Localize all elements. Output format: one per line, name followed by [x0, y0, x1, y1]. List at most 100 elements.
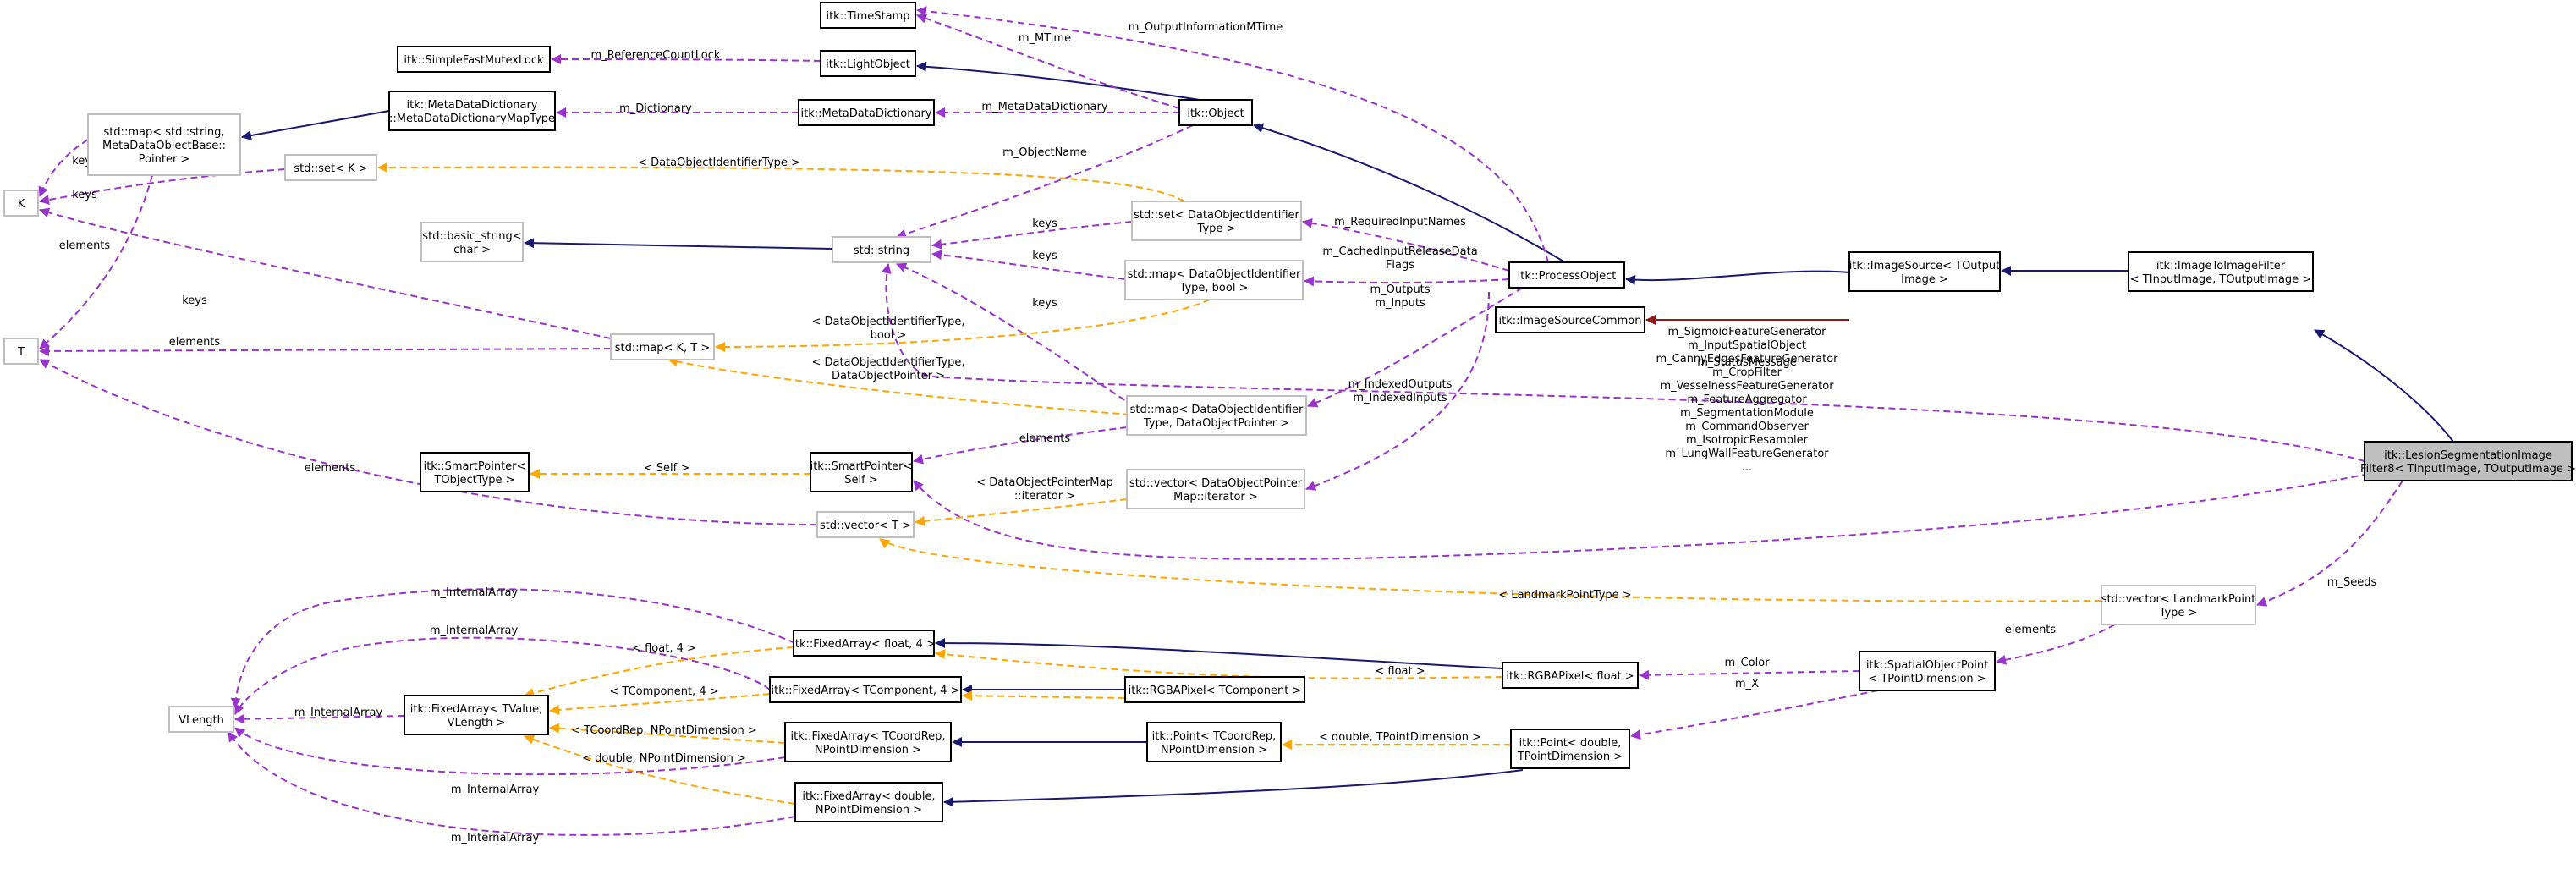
class-node-label: itk::Point< double, [1519, 737, 1622, 750]
class-node-imagesource[interactable]: itk::ImageSource< TOutputImage > [1848, 251, 2001, 292]
edge-label-m-internalarray5: m_InternalArray [451, 832, 540, 844]
edge-label-doid-ptr-1: DataObjectPointer > [832, 370, 945, 382]
edge-usage-14 [551, 54, 821, 65]
class-node-map-doid-ptr[interactable]: std::map< DataObjectIdentifierType, Data… [1126, 395, 1307, 436]
class-node-point-tcoordrep[interactable]: itk::Point< TCoordRep,NPointDimension > [1146, 722, 1282, 762]
edge-usage-36 [1639, 669, 1860, 680]
class-node-vec-landmark[interactable]: std::vector< LandmarkPointType > [2101, 585, 2256, 625]
edge-usage-13 [916, 6, 1549, 263]
class-node-point-double[interactable]: itk::Point< double,TPointDimension > [1510, 729, 1630, 769]
edge-label-keys-k2: keys [72, 189, 97, 201]
class-node-mdd-maptype[interactable]: itk::MetaDataDictionary::MetaDataDiction… [388, 91, 556, 131]
class-node-label: Type, bool > [1179, 282, 1249, 294]
edge-label-m-outputinfo-mtime: m_OutputInformationMTime [1129, 21, 1283, 34]
class-node-vlength[interactable]: VLength [168, 706, 234, 733]
class-node-stdmap-string[interactable]: std::map< std::string,MetaDataObjectBase… [87, 113, 241, 176]
class-node-label: itk::LightObject [826, 58, 910, 71]
edge-label-lesion-members-2: m_CannyEdgesFeatureGenerator [1656, 353, 1838, 366]
edge-label-landmark-type: < LandmarkPointType > [1498, 589, 1631, 602]
class-node-fa-float4[interactable]: itk::FixedArray< float, 4 > [792, 630, 936, 657]
class-node-set-doid[interactable]: std::set< DataObjectIdentifierType > [1131, 201, 1302, 241]
class-node-label: itk::MetaDataDictionary [407, 99, 538, 112]
edge-label-m-dictionary: m_Dictionary [619, 102, 692, 115]
class-node-object[interactable]: itk::Object [1178, 99, 1253, 126]
edge-label-m-refcountlock: m_ReferenceCountLock [591, 49, 721, 62]
class-node-label: itk::SmartPointer< [810, 460, 913, 473]
class-node-fa-tcomp4[interactable]: itk::FixedArray< TComponent, 4 > [769, 676, 962, 703]
class-node-imagetoimage[interactable]: itk::ImageToImageFilter< TInputImage, TO… [2128, 251, 2314, 292]
edge-usage-38 [230, 588, 796, 708]
edge-inheritance-4 [2314, 329, 2454, 443]
class-node-box [3, 338, 39, 365]
edge-label-m-mtime: m_MTime [1019, 32, 1071, 45]
edge-label-float-lbl: < float > [1375, 665, 1425, 678]
class-node-box [1124, 260, 1304, 300]
edge-label-m-color: m_Color [1724, 657, 1770, 669]
class-node-label: Type > [2159, 607, 2198, 619]
edge-usage-31 [913, 426, 1128, 465]
class-node-label: std::map< DataObjectIdentifier [1128, 268, 1301, 281]
class-node-lightobject[interactable]: itk::LightObject [820, 50, 916, 77]
edge-usage-34 [2256, 480, 2403, 607]
class-node-timestamp[interactable]: itk::TimeStamp [820, 2, 916, 29]
class-node-label: itk::SimpleFastMutexLock [404, 54, 544, 67]
class-node-vec-T[interactable]: std::vector< T > [816, 511, 915, 538]
edge-label-lesion-members-0: m_SigmoidFeatureGenerator [1668, 326, 1827, 338]
class-node-box [1178, 99, 1253, 126]
edge-usage-24 [1304, 276, 1510, 287]
class-node-fa-double[interactable]: itk::FixedArray< double,NPointDimension … [794, 782, 943, 822]
edge-label-elements-lm: elements [2005, 624, 2057, 636]
class-node-box [1508, 261, 1625, 289]
class-node-box [820, 50, 916, 77]
class-node-stdstring[interactable]: std::string [832, 236, 931, 263]
class-node-mdd[interactable]: itk::MetaDataDictionary [798, 99, 935, 126]
class-node-label: ::MetaDataDictionaryMapType [389, 113, 555, 125]
class-node-fa-tcoordrep[interactable]: itk::FixedArray< TCoordRep,NPointDimensi… [784, 722, 952, 762]
class-node-fastmutex[interactable]: itk::SimpleFastMutexLock [397, 46, 551, 73]
class-node-basic-string[interactable]: std::basic_string<char > [420, 222, 524, 262]
class-node-label: MetaDataObjectBase:: [102, 140, 226, 152]
edge-label-dopm-iter-1: ::iterator > [1014, 490, 1075, 503]
class-node-spatialpoint[interactable]: itk::SpatialObjectPoint< TPointDimension… [1859, 651, 1996, 691]
edge-usage-35 [1996, 624, 2116, 665]
class-node-fa-tvalue[interactable]: itk::FixedArray< TValue,VLength > [404, 695, 549, 735]
edge-label-tcoordrep-npd: < TCoordRep, NPointDimension > [571, 724, 757, 737]
class-node-label: Self > [844, 474, 877, 487]
edge-label-m-statusmessage: m_StatusMessage [1697, 356, 1797, 369]
class-node-stdset-K[interactable]: std::set< K > [284, 154, 377, 181]
edge-usage-42 [228, 731, 796, 836]
edge-label-lesion-members-8: m_IsotropicResampler [1686, 434, 1809, 447]
edge-usage-23 [1302, 217, 1510, 272]
class-node-T[interactable]: T [3, 338, 39, 365]
edge-inheritance-1 [1253, 123, 1566, 263]
class-node-K[interactable]: K [3, 190, 39, 217]
edge-template-45 [667, 356, 1131, 415]
class-node-rgba-tcomp[interactable]: itk::RGBAPixel< TComponent > [1124, 676, 1305, 703]
class-node-stdmap-KT[interactable]: std::map< K, T > [610, 333, 715, 360]
class-node-label: Pointer > [139, 153, 190, 166]
class-node-box [610, 333, 715, 360]
class-node-vec-dopm[interactable]: std::vector< DataObjectPointerMap::itera… [1126, 469, 1305, 509]
class-node-sp-tobj[interactable]: itk::SmartPointer<TObjectType > [420, 452, 530, 492]
class-node-processobject[interactable]: itk::ProcessObject [1508, 261, 1625, 289]
edge-label-doid-bool-0: < DataObjectIdentifierType, [812, 316, 965, 328]
class-node-box [1124, 676, 1305, 703]
class-node-sp-self[interactable]: itk::SmartPointer<Self > [810, 452, 913, 492]
class-node-label: Filter8< TInputImage, TOutputImage > [2360, 463, 2576, 476]
edge-label-m-internalarray2: m_InternalArray [430, 624, 519, 637]
class-node-label: itk::ProcessObject [1518, 270, 1617, 283]
class-node-rgba-float[interactable]: itk::RGBAPixel< float > [1502, 662, 1639, 689]
edge-usage-19 [39, 174, 153, 349]
edge-label-m-internalarray3: m_InternalArray [294, 707, 383, 719]
class-node-box [420, 452, 530, 492]
edge-usage-32 [39, 359, 818, 525]
edge-label-keys-s3: keys [1032, 297, 1057, 310]
edge-usage-41 [234, 727, 786, 776]
edge-inheritance-6 [524, 238, 833, 250]
class-node-imagesourcecommon[interactable]: itk::ImageSourceCommon [1495, 306, 1645, 333]
class-node-map-doid-bool[interactable]: std::map< DataObjectIdentifierType, bool… [1124, 260, 1304, 300]
edge-usage-28 [39, 345, 612, 356]
class-node-label: itk::SpatialObjectPoint [1866, 659, 1988, 672]
